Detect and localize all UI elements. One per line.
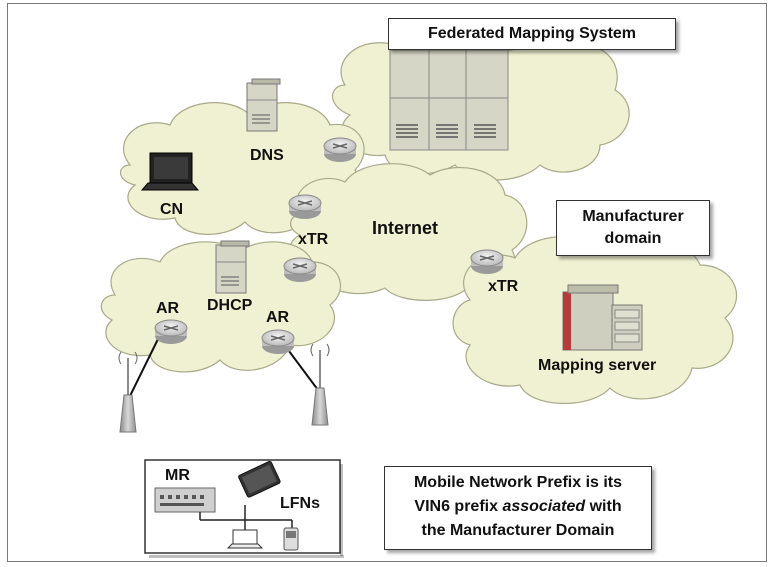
dns-label: DNS xyxy=(250,147,284,164)
federated-mapping-system-box: Federated Mapping System xyxy=(388,18,676,50)
small-laptop-icon xyxy=(226,529,264,549)
ar-left-label: AR xyxy=(156,300,180,317)
router-xtr-top xyxy=(288,194,322,219)
mr-label: MR xyxy=(165,467,190,484)
xtr-right-label: xTR xyxy=(488,278,519,295)
note-line2: VIN6 prefix associated with xyxy=(414,498,622,515)
lfns-label: LFNs xyxy=(280,495,320,512)
mapping-server-label: Mapping server xyxy=(538,357,657,374)
router-ar-right xyxy=(261,329,295,354)
phone-icon xyxy=(283,527,299,551)
cn-label: CN xyxy=(160,201,184,218)
internet-label: Internet xyxy=(372,218,439,238)
mobile-router-icon xyxy=(154,487,216,513)
manufacturer-domain-line1: Manufacturer xyxy=(582,208,684,225)
mapping-server-icon xyxy=(562,284,643,351)
dns-server-icon xyxy=(246,78,281,132)
manufacturer-domain-box: Manufacturer domain xyxy=(556,200,710,256)
mobile-network-box xyxy=(144,459,344,558)
mobile-network-prefix-note: Mobile Network Prefix is its VIN6 prefix… xyxy=(384,466,652,550)
antenna-tower-left xyxy=(118,351,138,433)
router-dns-fms xyxy=(323,137,357,162)
antenna-tower-right xyxy=(310,343,330,426)
ar-right-label: AR xyxy=(266,309,290,326)
manufacturer-domain-line2: domain xyxy=(604,230,662,247)
router-ar-left xyxy=(154,319,188,344)
note-line1: Mobile Network Prefix is its xyxy=(413,474,623,491)
federated-mapping-system-label: Federated Mapping System xyxy=(427,25,637,42)
dhcp-server-icon xyxy=(215,240,250,294)
federated-mapping-servers xyxy=(389,41,513,151)
laptop-icon xyxy=(140,152,200,191)
tablet-icon xyxy=(238,460,281,498)
dhcp-label: DHCP xyxy=(207,297,253,314)
router-xtr-bottom xyxy=(283,257,317,282)
router-icons xyxy=(154,137,504,354)
xtr-left-label: xTR xyxy=(298,231,329,248)
router-xtr-right xyxy=(470,249,504,274)
note-line3: the Manufacturer Domain xyxy=(421,522,615,539)
link-ar-left-antenna xyxy=(127,334,161,401)
